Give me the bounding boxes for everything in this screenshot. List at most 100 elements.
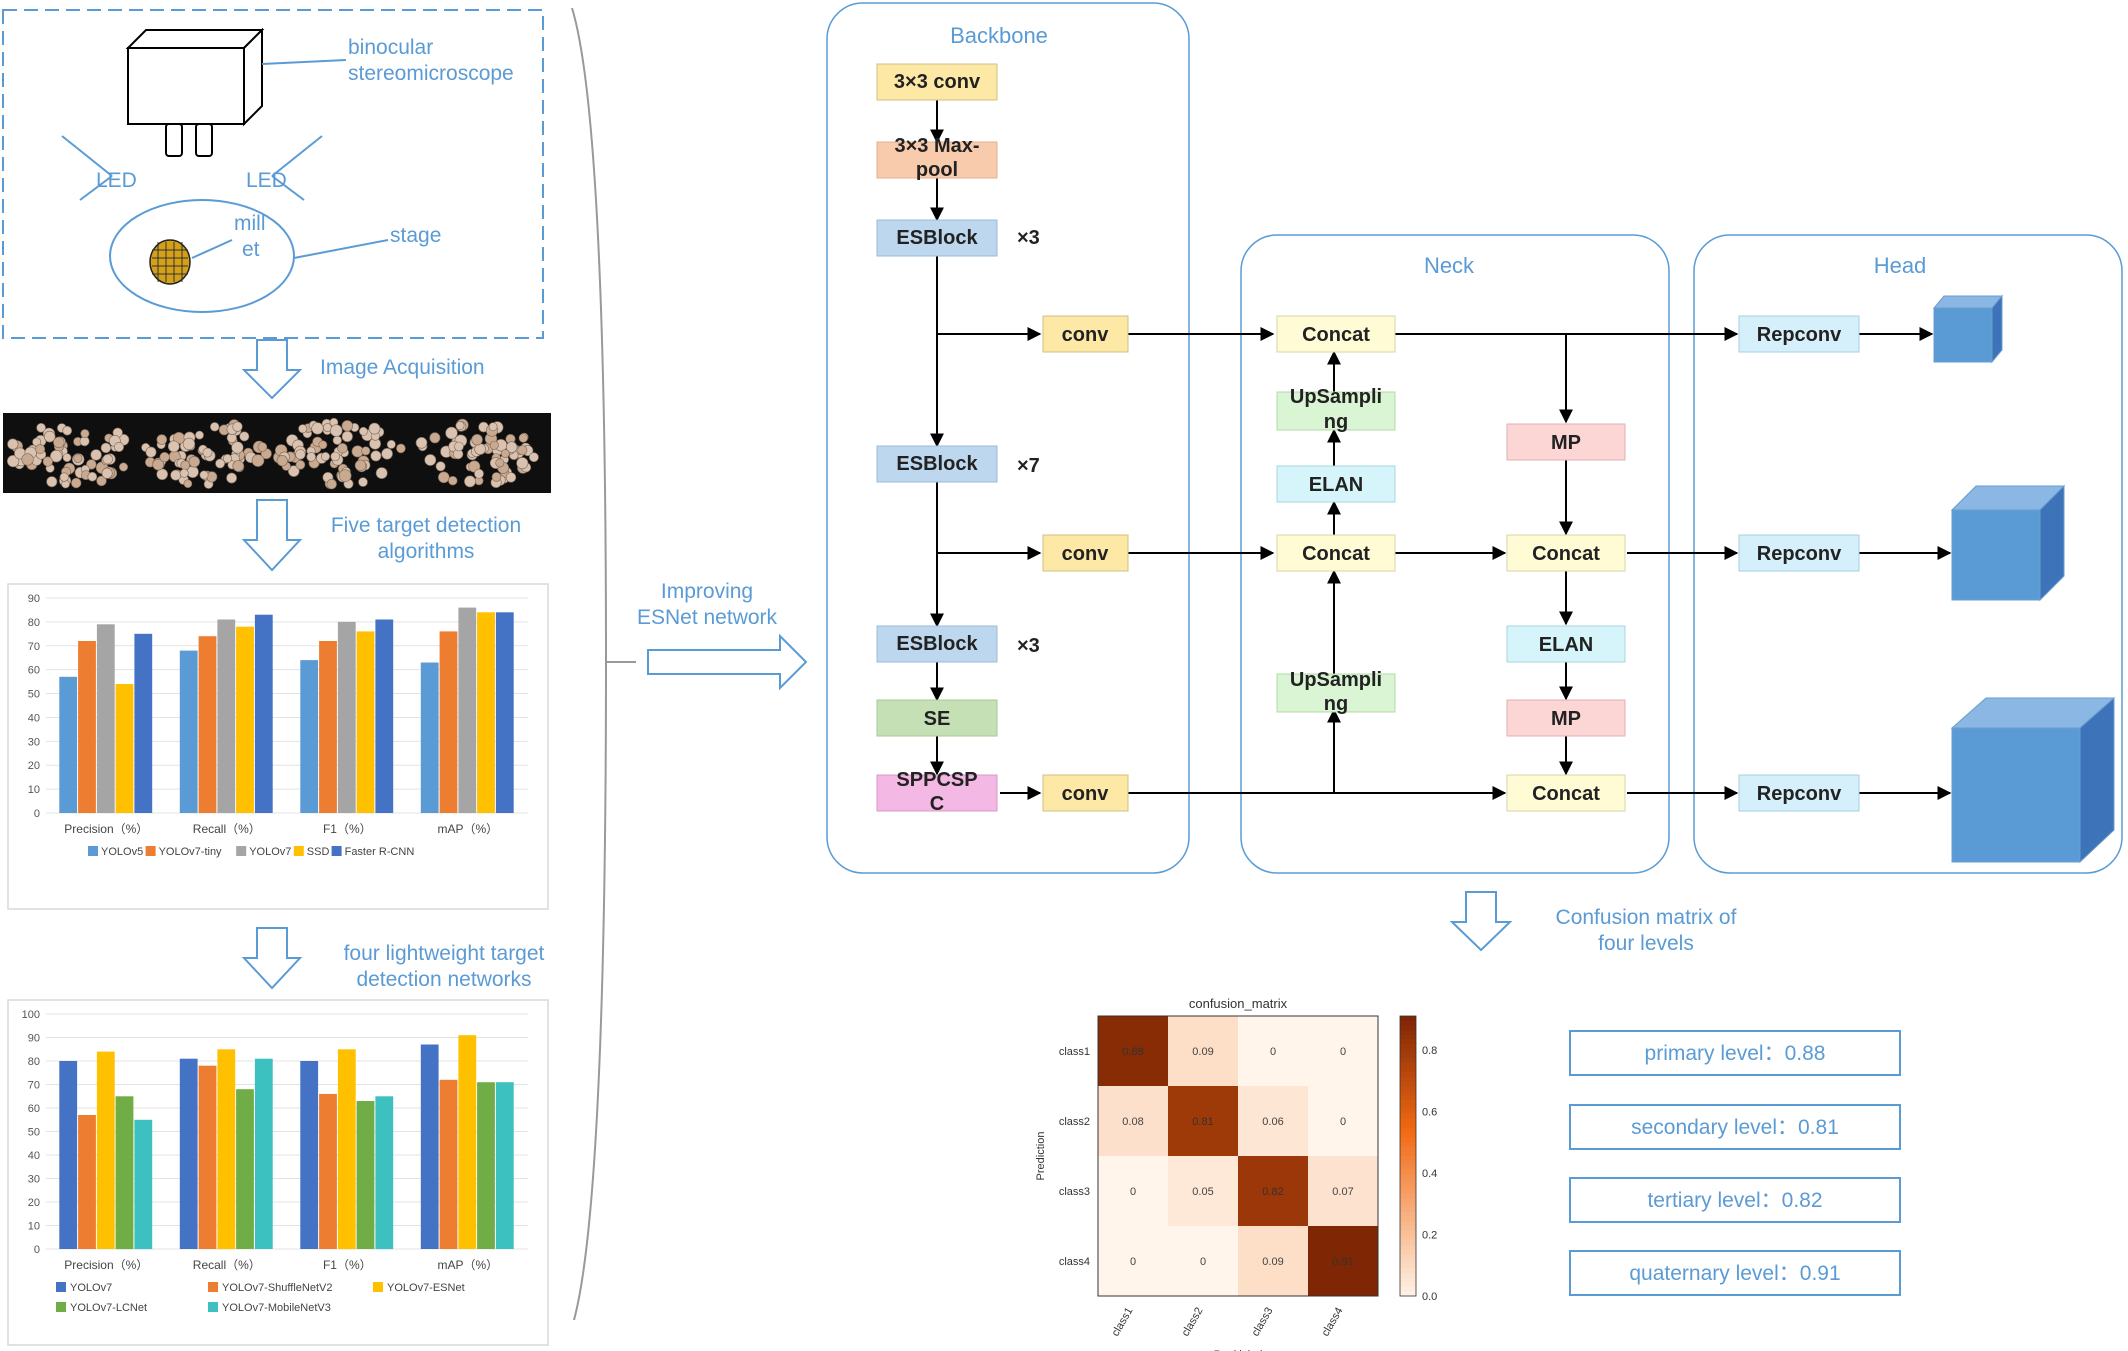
neck-concat-3-label: Concat — [1532, 543, 1600, 565]
colorbar-segment — [1400, 1212, 1416, 1218]
improving-line1: Improving — [661, 580, 753, 603]
bar — [179, 650, 198, 813]
millet-grain — [46, 476, 58, 488]
bar — [96, 624, 115, 813]
legend-swatch — [208, 1282, 218, 1292]
cm-cell — [1238, 1226, 1308, 1296]
millet-grain — [35, 444, 46, 455]
millet-grain — [276, 455, 288, 467]
millet-grain — [320, 451, 330, 461]
cm-cell — [1238, 1086, 1308, 1156]
repconv-1-label: Repconv — [1757, 324, 1842, 346]
y-tick-label: 80 — [28, 1056, 40, 1068]
millet-grain — [215, 458, 225, 469]
left-bracket — [571, 7, 608, 1321]
step-image-acquisition: Image Acquisition — [320, 356, 485, 379]
microscope-icon — [125, 27, 347, 157]
millet-grain — [183, 479, 193, 489]
bar — [439, 1079, 458, 1249]
legend-swatch — [88, 846, 98, 856]
neck-concat-2-label: Concat — [1302, 543, 1370, 565]
colorbar-segment — [1400, 1016, 1416, 1022]
y-tick-label: 40 — [28, 1150, 40, 1162]
esblock-3 — [876, 625, 998, 663]
upsampling-1-label-2: ng — [1324, 411, 1348, 433]
colorbar-segment — [1400, 1039, 1416, 1045]
step-four-line2: detection networks — [356, 968, 531, 991]
bar — [300, 1061, 319, 1249]
millet-grain — [455, 421, 465, 431]
millet-grain — [232, 460, 245, 472]
colorbar-segment — [1400, 1076, 1416, 1082]
y-tick-label: 60 — [28, 665, 40, 677]
esblock-2-repeat: ×7 — [1017, 455, 1040, 477]
cm-cell — [1168, 1156, 1238, 1226]
legend-swatch — [56, 1302, 66, 1312]
cm-title: confusion_matrix — [1189, 996, 1288, 1011]
cm-value: 0.09 — [1262, 1256, 1283, 1268]
esblock-1 — [876, 219, 998, 257]
bar — [375, 619, 394, 813]
millet-grain — [454, 441, 464, 452]
backbone-title: Backbone — [950, 23, 1048, 48]
millet-grain — [341, 430, 353, 443]
upsampling-1-label-1: UpSampli — [1290, 386, 1382, 408]
colorbar-segment — [1400, 1128, 1416, 1134]
down-arrow-3 — [241, 927, 303, 990]
bar — [477, 1082, 495, 1249]
millet-grain — [49, 450, 63, 463]
millet-grain — [62, 453, 72, 462]
legend-swatch — [293, 846, 304, 856]
millet-grain — [386, 439, 396, 449]
millet-grain — [7, 455, 20, 468]
millet-grain — [488, 422, 498, 432]
cm-row-label: class4 — [1059, 1256, 1090, 1268]
repconv-1 — [1738, 315, 1860, 353]
output-cube-medium — [1950, 484, 2066, 602]
colorbar-segment — [1400, 1030, 1416, 1036]
colorbar-segment — [1400, 1198, 1416, 1204]
esblock-3-label: ESBlock — [896, 633, 978, 655]
cm-cell — [1098, 1016, 1168, 1086]
stage-label: stage — [390, 224, 441, 247]
millet-grain — [231, 441, 244, 454]
neck-elan-2 — [1506, 625, 1626, 663]
conv3x3-block — [876, 63, 998, 101]
step-four-line1: four lightweight target — [344, 942, 545, 965]
legend-swatch — [145, 846, 156, 856]
y-tick-label: 80 — [28, 617, 40, 629]
millet-grain — [506, 441, 518, 453]
connectors — [930, 100, 1952, 800]
colorbar-segment — [1400, 1240, 1416, 1246]
millet-grain — [437, 471, 450, 484]
cm-value: 0 — [1130, 1256, 1136, 1268]
colorbar-segment — [1400, 1258, 1416, 1264]
cm-cell — [1308, 1226, 1378, 1296]
se-block — [876, 699, 998, 737]
led-right-label: LED — [246, 169, 287, 192]
bar — [439, 631, 458, 813]
millet-grain — [206, 471, 218, 483]
neck-concat-4-label: Concat — [1532, 783, 1600, 805]
cm-value: 0.81 — [1192, 1116, 1213, 1128]
level-box — [1569, 1030, 1901, 1076]
colorbar-segment — [1400, 1160, 1416, 1166]
millet-label-2: et — [242, 238, 260, 261]
cm-cell — [1308, 1156, 1378, 1226]
level-label: primary level：0.88 — [1645, 1042, 1826, 1065]
cm-col-label: class1 — [1110, 1306, 1136, 1339]
cm-row-label: class3 — [1059, 1186, 1090, 1198]
millet-grain — [354, 459, 367, 472]
step-five-line2: algorithms — [378, 540, 475, 563]
colorbar-segment — [1400, 1156, 1416, 1162]
y-tick-label: 50 — [28, 689, 40, 701]
millet-grain — [90, 449, 102, 461]
sppcspc-block — [876, 774, 998, 812]
millet-grain — [341, 420, 353, 432]
millet-grain — [195, 430, 204, 440]
colorbar-segment — [1400, 1062, 1416, 1068]
colorbar-segment — [1400, 1216, 1416, 1222]
millet-grain — [505, 472, 517, 483]
